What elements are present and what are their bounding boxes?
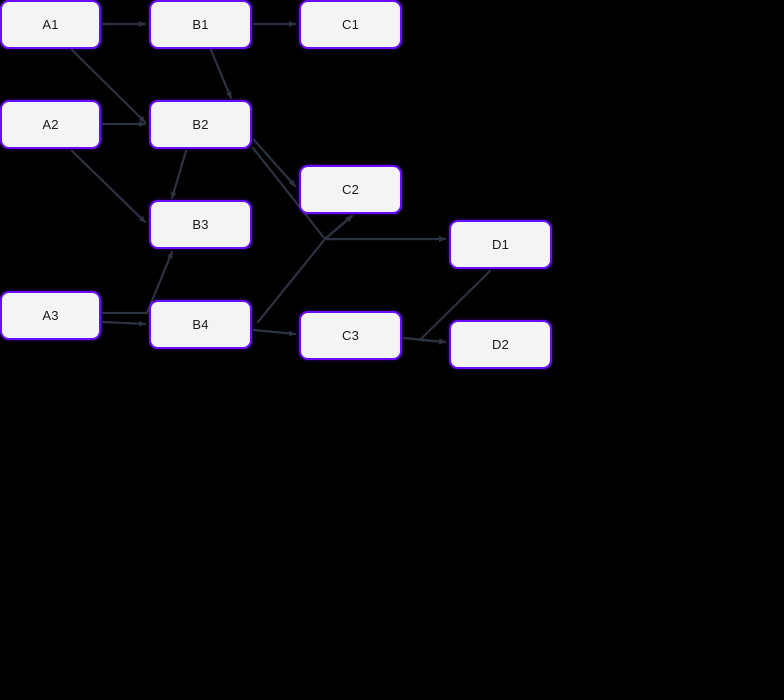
node-label-a2: A2 [42, 117, 59, 132]
node-a3[interactable]: A3 [0, 291, 101, 340]
node-label-c2: C2 [341, 182, 360, 197]
node-d1[interactable]: D1 [449, 220, 552, 269]
edge-b4-to-c3 [252, 328, 297, 337]
edges-group [70, 21, 492, 345]
node-label-a1: A1 [42, 17, 59, 32]
node-c3[interactable]: C3 [299, 311, 402, 360]
edge-b4-to-c2 [256, 214, 354, 324]
node-a1[interactable]: A1 [0, 0, 101, 49]
edge-a2-to-b3 [70, 149, 147, 224]
node-c1[interactable]: C1 [299, 0, 402, 49]
node-label-c3: C3 [341, 328, 360, 343]
edge-b2-to-b3 [170, 149, 188, 200]
node-b4[interactable]: B4 [149, 300, 252, 349]
edge-c3-to-d2 [402, 336, 447, 345]
node-label-b4: B4 [192, 317, 209, 332]
node-c2[interactable]: C2 [299, 165, 402, 214]
node-label-d1: D1 [491, 237, 510, 252]
edge-b2-to-c2 [252, 138, 297, 188]
edge-b1-to-b2 [209, 48, 233, 100]
node-label-a3: A3 [42, 308, 59, 323]
node-label-b2: B2 [192, 117, 209, 132]
node-a2[interactable]: A2 [0, 100, 101, 149]
node-label-d2: D2 [491, 337, 510, 352]
node-b2[interactable]: B2 [149, 100, 252, 149]
node-label-c1: C1 [341, 17, 360, 32]
node-d2[interactable]: D2 [449, 320, 552, 369]
node-label-b1: B1 [192, 17, 209, 32]
edge-a3-to-b4 [101, 320, 147, 327]
node-b1[interactable]: B1 [149, 0, 252, 49]
edge-c2-to-d1 [323, 214, 447, 242]
node-b3[interactable]: B3 [149, 200, 252, 249]
node-label-b3: B3 [192, 217, 209, 232]
